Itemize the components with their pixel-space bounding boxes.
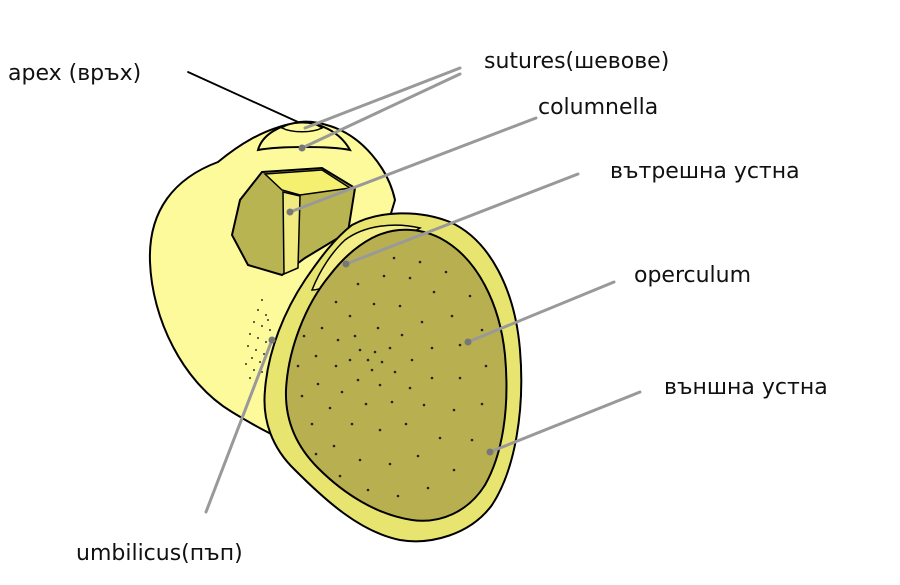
- cutaway-top: [263, 169, 353, 196]
- leader-umbilicus: [204, 338, 274, 514]
- leader-suture-1: [303, 66, 462, 130]
- leader-lines: [187, 66, 642, 514]
- operculum-growth-dots: [296, 256, 488, 498]
- operculum: [284, 228, 508, 522]
- leader-outer-lip: [488, 390, 642, 454]
- label-operculum: operculum: [634, 263, 751, 288]
- leader-apex: [187, 71, 299, 123]
- leader-end-dots: [268, 144, 494, 456]
- label-columnella: columnella: [538, 95, 658, 120]
- leader-inner-lip: [344, 172, 580, 266]
- label-outer-lip: външна устна: [664, 375, 828, 400]
- label-sutures: sutures(шевове): [484, 49, 669, 74]
- label-apex: apex (връх): [8, 61, 141, 86]
- leader-operculum: [466, 280, 616, 344]
- leader-columnella: [288, 116, 538, 214]
- label-umbilicus: umbilicus(пъп): [76, 541, 243, 566]
- columnella-pillar: [282, 191, 301, 276]
- leader-suture-2: [300, 72, 462, 150]
- label-inner-lip: вътрешна устна: [610, 159, 800, 184]
